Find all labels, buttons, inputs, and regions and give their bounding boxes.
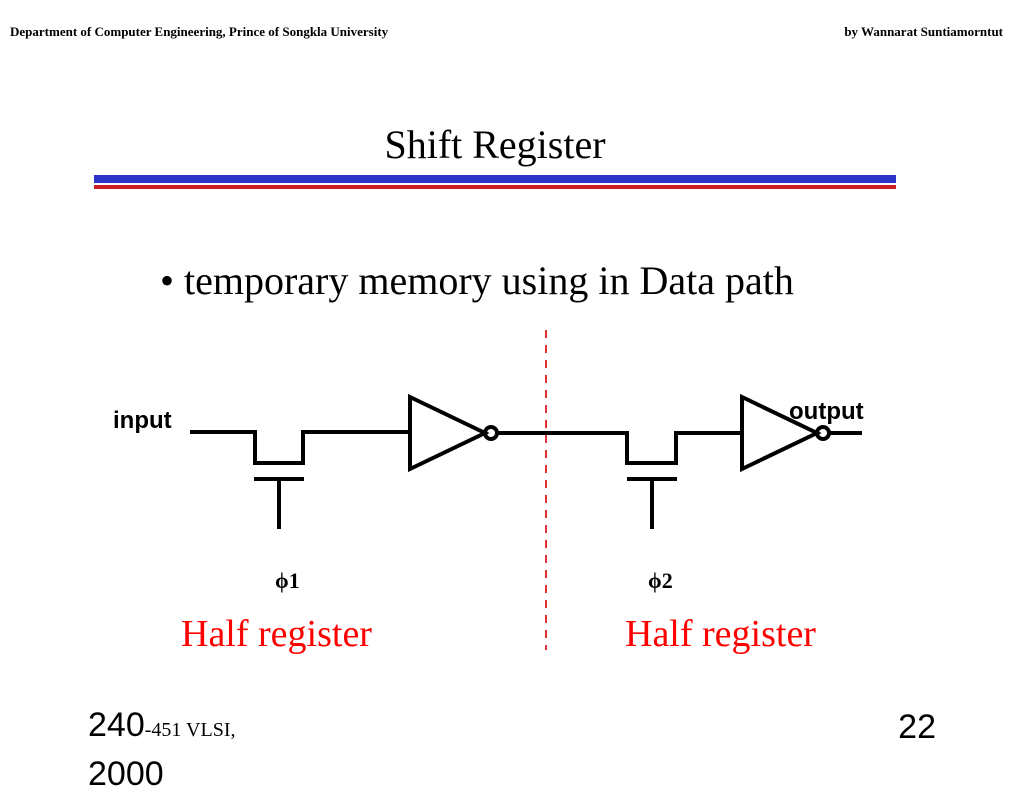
title-rule-blue <box>94 175 896 183</box>
pass-transistor-2 <box>562 431 742 465</box>
inverter-bubble-2 <box>815 425 831 441</box>
inverter-1 <box>408 393 490 473</box>
header-department: Department of Computer Engineering, Prin… <box>10 24 389 39</box>
course-number: 240 <box>88 706 145 744</box>
output-label: output <box>789 398 864 425</box>
footer-course: 240-451 VLSI, 2000 <box>88 704 288 802</box>
pass-transistor-1 <box>190 430 410 465</box>
course-suffix: -451 VLSI, <box>144 719 236 741</box>
input-label: input <box>113 407 172 434</box>
slide-title: Shift Register <box>384 122 606 167</box>
half-register-caption-left: Half register <box>181 613 372 655</box>
title-rule-red <box>94 185 896 189</box>
shift-register-diagram: input output ϕ1 ϕ2 Half register Half re… <box>113 330 864 655</box>
half-register-caption-right: Half register <box>625 613 816 655</box>
clock-phi1-label: ϕ1 <box>275 568 300 593</box>
clock-phi2-label: ϕ2 <box>648 568 673 593</box>
stage-2-circuit <box>562 393 862 529</box>
inverter-bubble-1 <box>483 425 499 441</box>
header-author: by Wannarat Suntiamorntut <box>844 24 1003 39</box>
page-number: 22 <box>898 708 936 746</box>
stage-1-circuit <box>190 393 562 529</box>
bullet-point: • temporary memory using in Data path <box>160 258 794 303</box>
course-year: 2000 <box>88 755 164 793</box>
inverter-2 <box>740 393 822 473</box>
